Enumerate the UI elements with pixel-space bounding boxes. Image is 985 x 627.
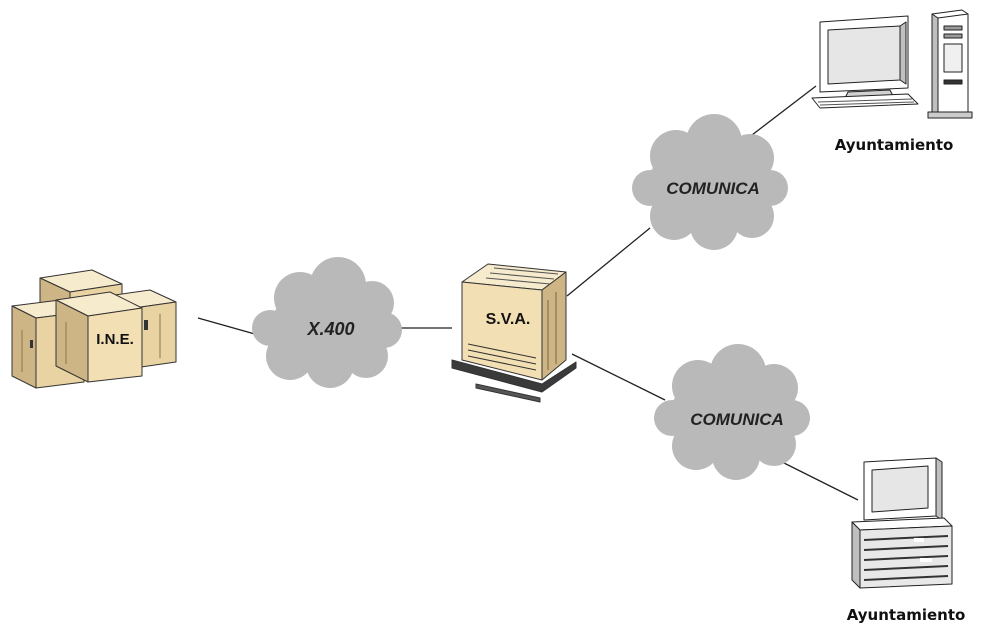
ayuntamiento-top-caption: Ayuntamiento [835,136,954,154]
link-sva-comunica-top [566,227,651,297]
comunica-top-network-cloud: COMUNICA [632,114,788,250]
x400-network-cloud: X.400 [252,257,402,388]
comunica-top-label: COMUNICA [666,179,760,198]
comunica-bottom-label: COMUNICA [690,410,784,429]
ayuntamiento-bottom-caption: Ayuntamiento [847,606,966,624]
sva-server-node: S.V.A. [451,263,577,403]
server-icon [451,263,577,403]
building-icon [11,269,177,389]
link-sva-comunica-bottom [571,353,666,401]
ayuntamiento-top-node: Ayuntamiento [811,9,973,154]
desktop-tower-computer-icon [811,9,973,119]
sva-label: S.V.A. [486,311,531,328]
comunica-bottom-network-cloud: COMUNICA [654,344,810,480]
link-ine-x400 [197,317,263,337]
link-comunica-bottom-ayuntamiento [781,461,859,501]
ine-building-node: I.N.E. [11,269,177,389]
x400-label: X.400 [306,319,354,339]
ine-label: I.N.E. [96,331,134,348]
desktop-computer-icon [851,457,953,589]
ayuntamiento-bottom-node: Ayuntamiento [847,457,966,624]
